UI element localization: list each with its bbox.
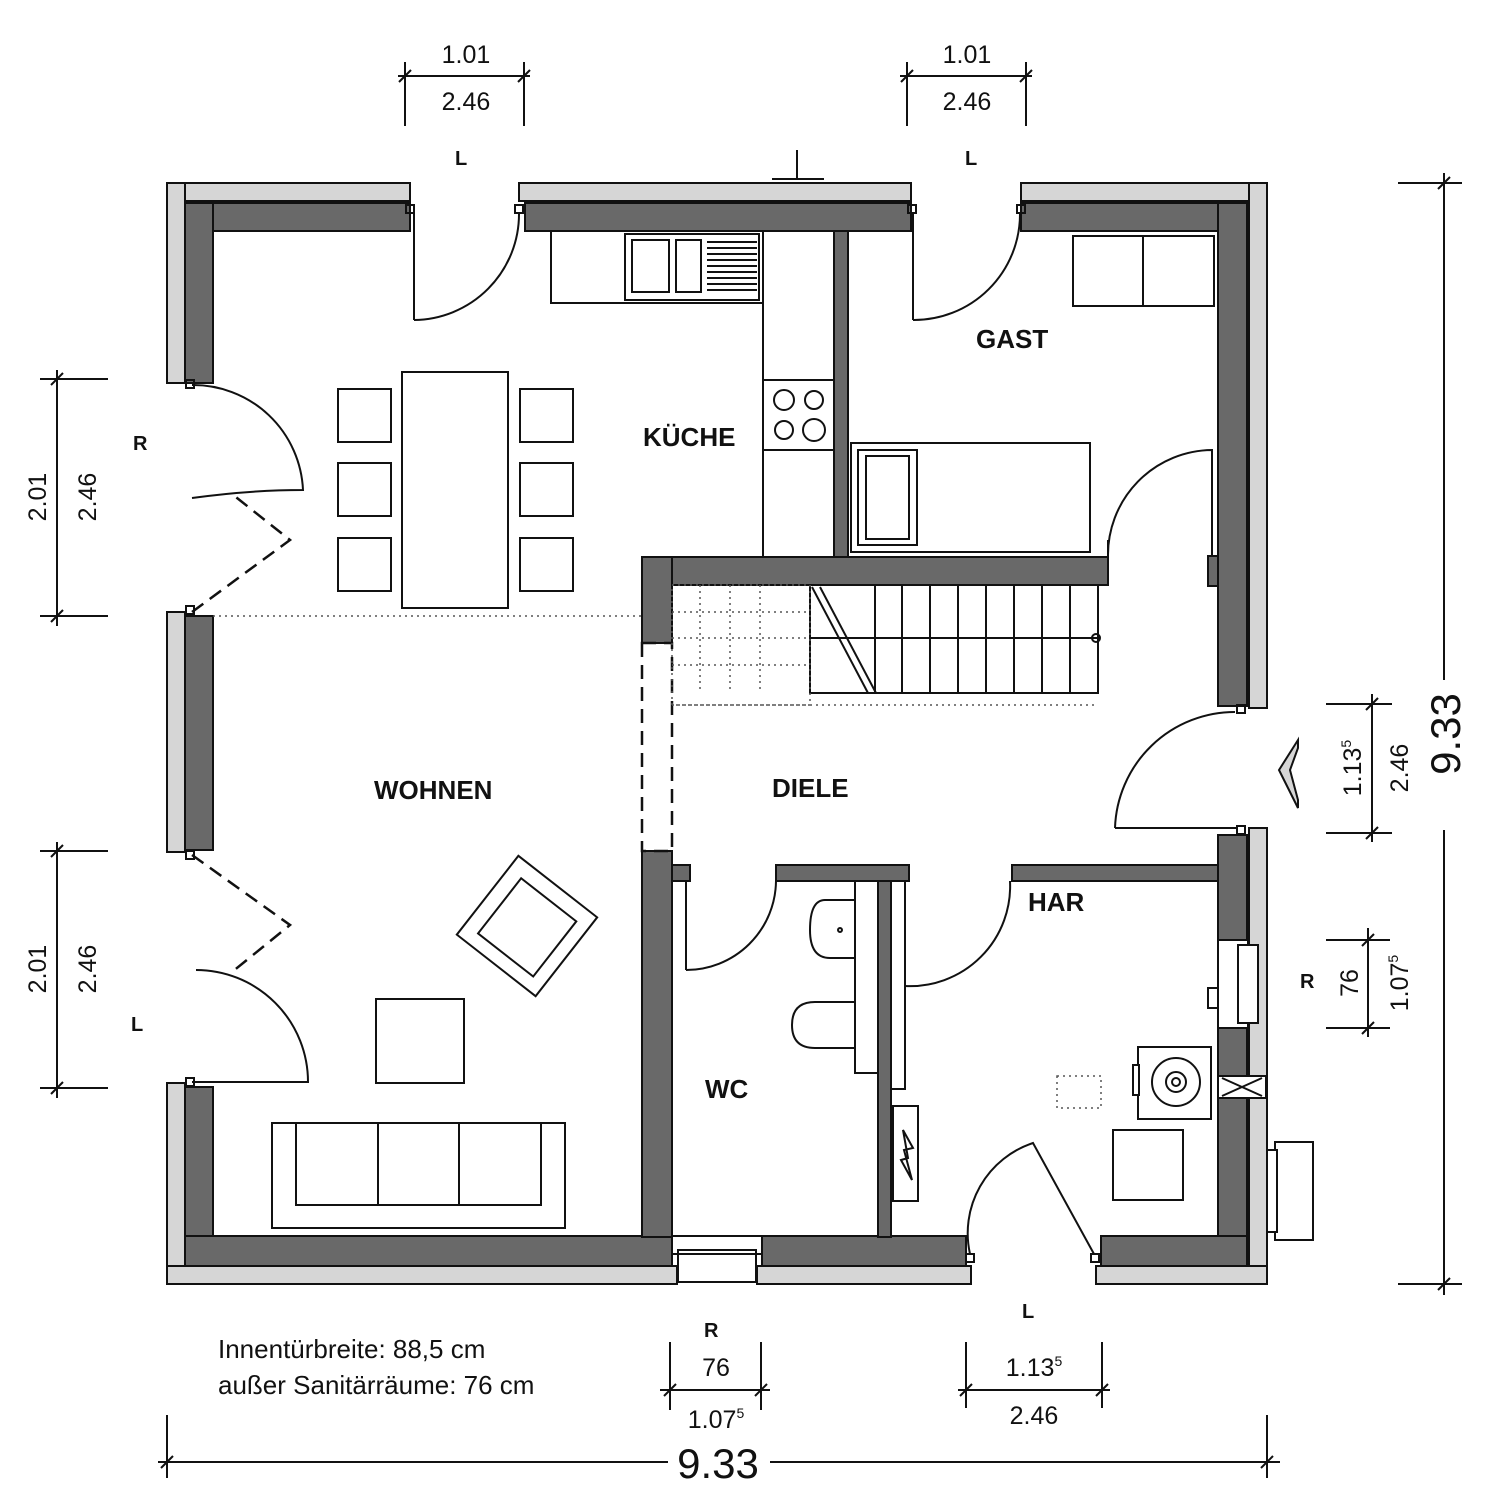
room-label-kueche: KÜCHE (643, 422, 735, 452)
dim-left-bottom-outer: 2.01 (24, 945, 52, 994)
dining-set (337, 371, 574, 609)
doors (191, 213, 1299, 1255)
room-label-gast: GAST (976, 324, 1048, 354)
utility-fixtures (892, 987, 1219, 1202)
dim-left-top-outer: 2.01 (24, 473, 52, 522)
guest-furniture (850, 235, 1215, 553)
living-furniture (271, 854, 599, 1229)
dim-bottom-mid-upper: 76 (702, 1354, 730, 1382)
marker-left-top-window: R (133, 433, 148, 455)
exterior-wall-inner-layer (184, 202, 1248, 1267)
note-door-width: Innentürbreite: 88,5 cm (218, 1334, 485, 1364)
dim-top-left-upper: 1.01 (442, 41, 491, 69)
room-label-har: HAR (1028, 887, 1085, 917)
dim-top-right-upper: 1.01 (943, 41, 992, 69)
exterior-wall-outer-layer (166, 182, 1268, 1285)
dim-right-entry-a: 1.135 (1338, 740, 1367, 797)
dim-top-left-lower: 2.46 (442, 88, 491, 116)
room-label-wohnen: WOHNEN (374, 775, 492, 805)
opening-frames (185, 204, 1314, 1283)
room-label-diele: DIELE (772, 773, 849, 803)
dim-bottom-mid-lower: 1.075 (688, 1405, 745, 1434)
interior-walls (641, 230, 1219, 1238)
staircase (671, 584, 1101, 706)
dim-bottom-right-lower: 2.46 (1010, 1402, 1059, 1430)
marker-bottom-mid-window: R (704, 1320, 719, 1342)
room-label-wc: WC (705, 1074, 749, 1104)
marker-top-left-door: L (455, 148, 467, 170)
wall-opening (640, 641, 674, 853)
dim-left-bottom-inner: 2.46 (74, 945, 102, 994)
note-sanitary-door-width: außer Sanitärräume: 76 cm (218, 1370, 534, 1400)
dimension-lines (40, 62, 1462, 1478)
wc-fixtures (790, 880, 906, 1090)
kitchen-furniture (550, 230, 835, 558)
dim-right-small-b: 1.075 (1385, 955, 1414, 1012)
dim-right-small-a: 76 (1336, 969, 1364, 997)
marker-top-right-door: L (965, 148, 977, 170)
dim-top-right-lower: 2.46 (943, 88, 992, 116)
dim-left-top-inner: 2.46 (74, 473, 102, 522)
dim-bottom-right-upper: 1.135 (1006, 1353, 1063, 1382)
drainboard-lines (707, 241, 757, 291)
dim-total-height: 9.33 (1422, 693, 1469, 775)
dim-total-width: 9.33 (677, 1440, 759, 1487)
marker-left-bottom-window: L (131, 1014, 143, 1036)
marker-right-small-window: R (1300, 971, 1315, 993)
marker-bottom-right-door: L (1022, 1301, 1034, 1323)
dim-right-entry-b: 2.46 (1386, 744, 1414, 793)
